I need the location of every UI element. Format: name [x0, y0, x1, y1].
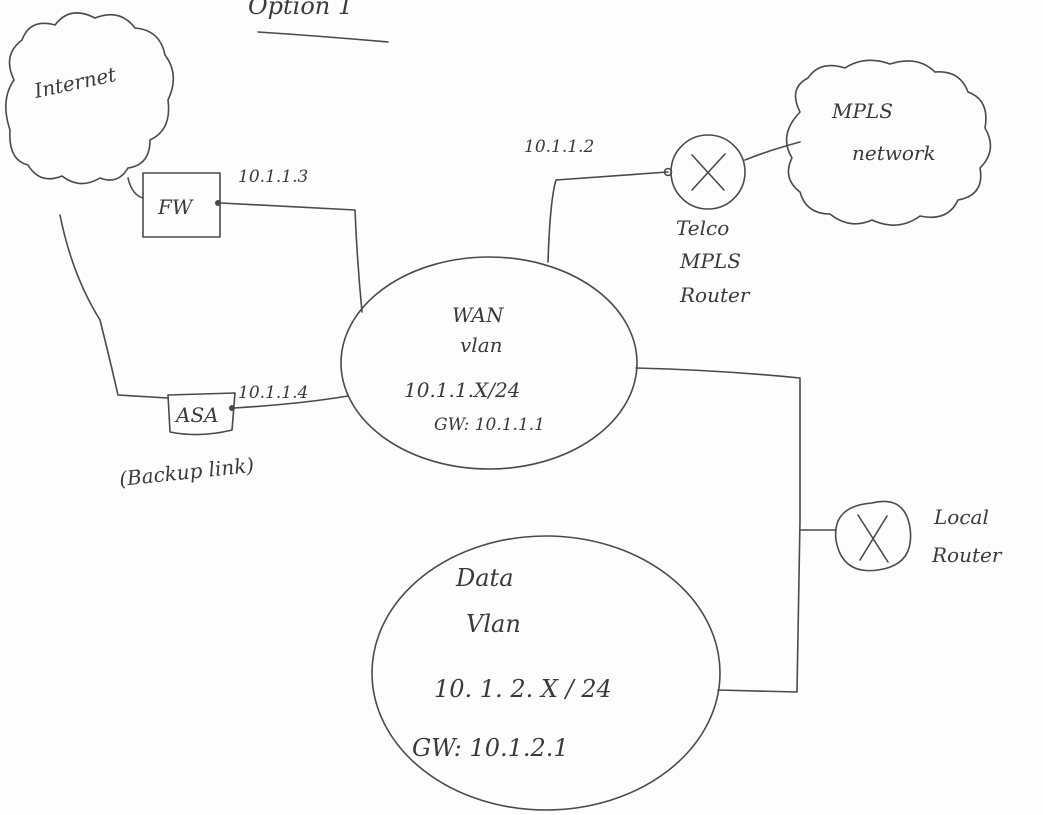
mpls-label-line1: MPLS — [831, 99, 893, 123]
asa-ip: 10.1.1.4 — [238, 383, 308, 403]
telco-ip: 10.1.1.2 — [524, 137, 594, 157]
telco-label-line2: MPLS — [679, 249, 741, 273]
internet-asa-link — [59, 214, 169, 399]
wan-telco-link — [547, 171, 669, 263]
internet-label: Internet — [31, 62, 119, 103]
mpls-cloud — [785, 59, 992, 226]
telco-mpls-link — [744, 141, 801, 161]
local-router-label-line2: Router — [931, 543, 1003, 567]
data-vlan-ellipse — [371, 535, 721, 811]
fw-label: FW — [157, 195, 194, 219]
fw-ip: 10.1.1.3 — [238, 167, 308, 187]
asa-backup-note: (Backup link) — [118, 453, 255, 491]
fw-wan-link — [220, 202, 363, 313]
internet-cloud — [5, 12, 175, 185]
asa-port — [229, 405, 235, 411]
internet-fw-link — [127, 177, 144, 199]
telco-label-line3: Router — [679, 283, 751, 307]
asa-box — [167, 392, 236, 436]
asa-wan-link — [233, 395, 349, 409]
asa-label: ASA — [174, 403, 219, 427]
data-label-line1: Data — [455, 564, 514, 592]
wan-gateway: GW: 10.1.1.1 — [434, 415, 545, 435]
wan-subnet: 10.1.1.X/24 — [404, 378, 520, 402]
wan-label-line1: WAN — [452, 303, 505, 327]
local-router-label-line1: Local — [933, 505, 989, 529]
telco-router-x-icon — [691, 153, 726, 191]
fw-port — [215, 200, 221, 206]
wan-data-link — [635, 367, 801, 693]
data-label-line2: Vlan — [466, 610, 521, 638]
wan-label-line2: vlan — [460, 333, 503, 357]
wan-vlan-ellipse — [340, 256, 638, 470]
local-router-icon — [834, 500, 912, 572]
telco-label-line1: Telco — [676, 216, 729, 240]
diagram-title: Option 1 — [248, 0, 353, 20]
data-gateway: GW: 10.1.2.1 — [412, 734, 569, 762]
telco-router-icon — [670, 134, 746, 210]
mpls-label-line2: network — [852, 141, 936, 165]
title-underline — [257, 31, 389, 43]
data-subnet: 10. 1. 2. X / 24 — [434, 675, 612, 703]
local-router-x-icon — [857, 514, 889, 563]
